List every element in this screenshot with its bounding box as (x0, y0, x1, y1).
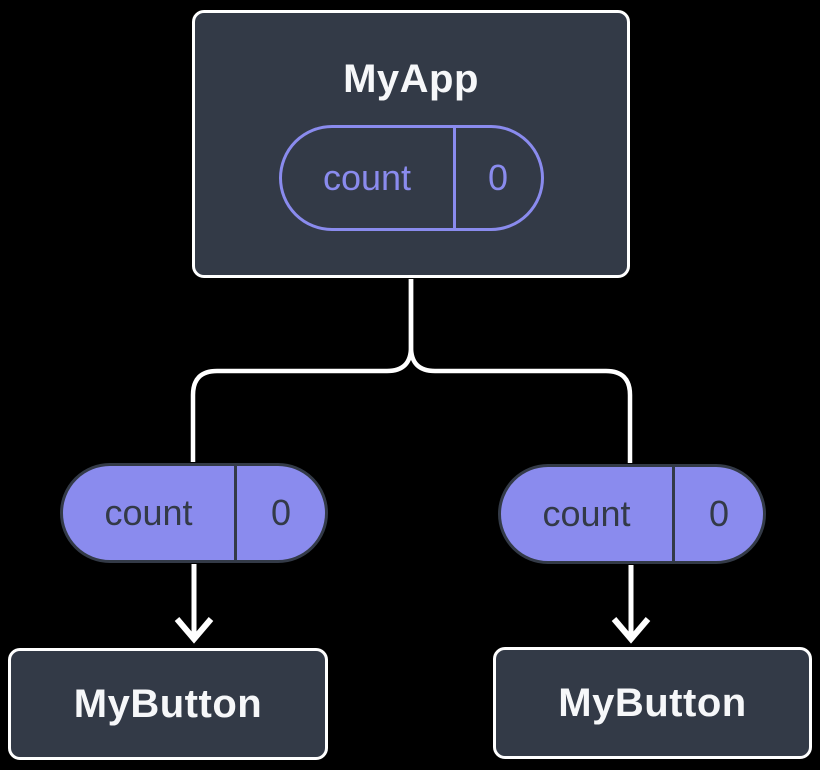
arrow-right-icon (611, 565, 651, 644)
prop-pill-left-name: count (104, 492, 193, 533)
pill-divider (452, 128, 456, 228)
arrow-left-icon (174, 564, 214, 644)
state-pill-value: 0 (487, 157, 509, 198)
prop-pill-left: count 0 (60, 463, 328, 563)
mybutton-node-right: MyButton (493, 647, 812, 759)
prop-pill-right: count 0 (498, 464, 766, 564)
state-pill: count 0 (278, 125, 544, 231)
myapp-title: MyApp (343, 57, 479, 101)
prop-pill-right-name: count (542, 493, 631, 534)
mybutton-right-title: MyButton (558, 681, 747, 725)
prop-pill-right-value: 0 (708, 493, 730, 534)
tree-branch-lines (190, 279, 633, 463)
state-pill-name: count (322, 157, 412, 198)
pill-divider (672, 467, 675, 561)
mybutton-left-title: MyButton (73, 682, 263, 726)
pill-divider (234, 466, 237, 560)
prop-pill-left-value: 0 (270, 492, 292, 533)
myapp-node: MyApp count 0 (192, 10, 630, 278)
mybutton-node-left: MyButton (8, 648, 328, 760)
